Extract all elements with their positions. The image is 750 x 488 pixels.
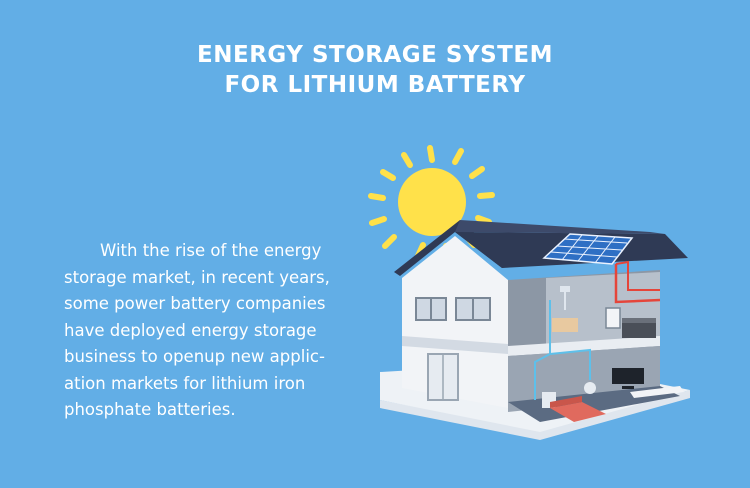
battery-storage-icon — [622, 318, 656, 338]
paragraph-line: With the rise of the energy — [100, 241, 322, 260]
tv-icon — [612, 368, 644, 389]
paragraph-line: business to openup new applic- — [64, 347, 325, 366]
title-line-1: ENERGY STORAGE SYSTEM — [197, 42, 553, 68]
page-title: ENERGY STORAGE SYSTEM FOR LITHIUM BATTER… — [0, 40, 750, 100]
paragraph-line: storage market, in recent years, — [64, 267, 330, 287]
paragraph-line: have deployed energy storage — [64, 320, 317, 340]
solar-panel-icon — [542, 233, 634, 265]
intro-paragraph: With the rise of the energy storage mark… — [64, 238, 354, 424]
paragraph-line: phosphate batteries. — [64, 400, 236, 419]
paragraph-line: ation markets for lithium iron — [64, 373, 306, 393]
inverter-icon — [605, 307, 621, 329]
sofa-icon — [550, 396, 606, 422]
house-solar-storage-illustration — [368, 145, 690, 440]
title-line-2: FOR LITHIUM BATTERY — [224, 72, 526, 98]
paragraph-line: some power battery companies — [64, 294, 326, 313]
